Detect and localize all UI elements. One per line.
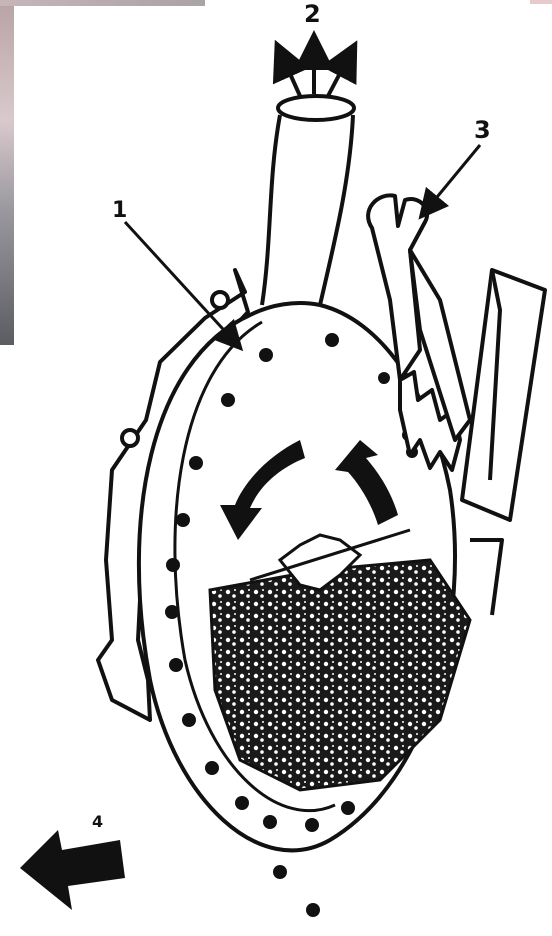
seed-tube bbox=[462, 270, 545, 615]
callout-label-3: 3 bbox=[474, 116, 491, 144]
airflow-arrows bbox=[283, 50, 348, 96]
air-outlet-pipe bbox=[262, 96, 354, 305]
callout-label-1: 1 bbox=[112, 198, 127, 223]
callout-label-2: 2 bbox=[304, 0, 321, 28]
callout-label-4: 4 bbox=[92, 812, 103, 831]
direction-arrow bbox=[20, 830, 125, 910]
seed-hoppers bbox=[210, 560, 470, 790]
